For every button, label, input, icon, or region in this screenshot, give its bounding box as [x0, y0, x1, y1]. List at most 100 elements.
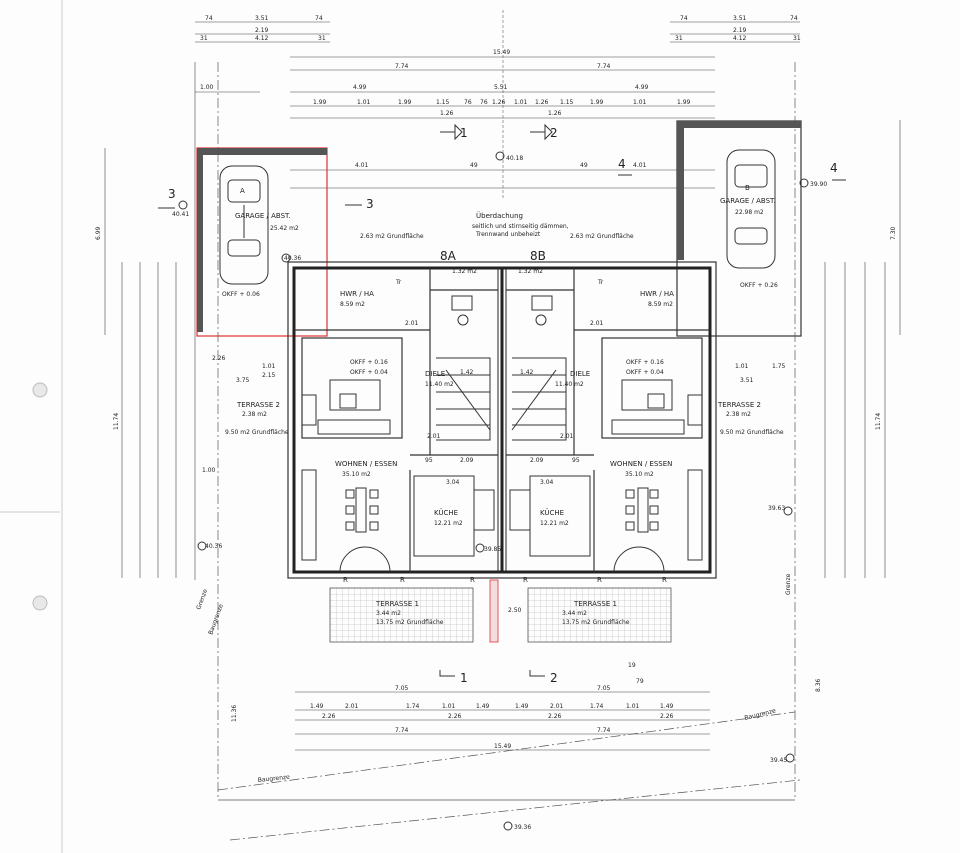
dim-left-100: 1.00: [202, 467, 216, 474]
room-a-terrasse1: TERRASSE 1: [375, 600, 419, 608]
level-right-garage: 39.90: [810, 181, 827, 188]
section-4-right: 4: [830, 161, 838, 175]
room-b-kueche: KÜCHE: [540, 508, 564, 517]
bdim-row3-2: 2.26: [548, 713, 562, 720]
dim-top-31a: 31: [200, 35, 208, 42]
section-1-bottom: 1: [460, 671, 468, 685]
canopy-note-1: seitlich und stirnseitig dämmen,: [472, 223, 569, 230]
unit-a-label: 8A: [440, 249, 457, 263]
radiator-a-1: R: [343, 576, 348, 584]
right-dimension-chains: [824, 120, 901, 578]
dim-row4-b: 5.51: [494, 84, 508, 91]
level-left-mid: 40.36: [205, 543, 222, 550]
room-a-tr: Tr: [395, 279, 402, 286]
garage-b-name: GARAGE / ABST.: [720, 197, 776, 205]
okff-a-1: OKFF + 0.16: [350, 359, 388, 366]
garage-b: [676, 120, 802, 337]
dim-row5-10: 1.99: [590, 99, 604, 106]
dim-half-top-b: 7.74: [597, 63, 611, 70]
radiator-a-3: R: [470, 576, 475, 584]
punch-hole-bottom: [32, 595, 48, 611]
dim-top-4: 74: [680, 15, 688, 22]
dim-row6-0: 4.01: [355, 162, 369, 169]
bdim-row1-0: 7.05: [395, 685, 409, 692]
radiator-b-1: R: [523, 576, 528, 584]
dim-a-201b: 2.01: [427, 433, 441, 440]
bdim-row2-3: 1.01: [442, 703, 456, 710]
room-a-wohnen: WOHNEN / ESSEN: [335, 460, 397, 468]
dim-a-304: 3.04: [446, 479, 460, 486]
dim-row5-0: 1.99: [313, 99, 327, 106]
label-grenze-left: Grenze: [195, 588, 209, 611]
punch-hole-top: [32, 382, 48, 398]
dim-left-215: 2.15: [262, 372, 276, 379]
garage-b-letter: B: [745, 184, 750, 192]
dim-row5-11: 1.01: [633, 99, 647, 106]
dim-right-top: 7.30: [890, 226, 897, 240]
bdim-row2-5: 1.49: [515, 703, 529, 710]
radiator-b-2: R: [597, 576, 602, 584]
label-baugrenze-left: Baugrenze: [207, 603, 225, 636]
bdim-row2-6: 2.01: [550, 703, 564, 710]
room-b-terrasse2-area: 2.38 m2: [726, 411, 751, 418]
garage-b-okff: OKFF + 0.26: [740, 282, 778, 289]
room-b-kueche-area: 12.21 m2: [540, 520, 569, 527]
bdim-half-1: 7.74: [597, 727, 611, 734]
dim-row5-4: 76: [464, 99, 472, 106]
dim-left-226: 2.26: [212, 355, 226, 362]
dim-row6-1: 49: [470, 162, 478, 169]
level-bottom-center: 39.85: [484, 546, 501, 553]
dim-top-2: 3.51: [255, 15, 269, 22]
dim-a-209: 2.09: [460, 457, 474, 464]
room-a-wohnen-area: 35.10 m2: [342, 471, 371, 478]
dim-top-1: 74: [205, 15, 213, 22]
bdim-half-0: 7.74: [395, 727, 409, 734]
canopy-note-2: Trennwand unbeheizt: [475, 231, 541, 238]
okff-b-1: OKFF + 0.16: [626, 359, 664, 366]
dim-row5-1: 1.01: [357, 99, 371, 106]
garage-a: [196, 147, 328, 337]
dim-top-219a: 2.19: [255, 27, 269, 34]
dim-left-375: 3.75: [236, 377, 250, 384]
dim-row5-6: 1.26: [492, 99, 506, 106]
furniture-b: [611, 379, 703, 573]
room-a-diele-area: 11.40 m2: [425, 381, 454, 388]
dim-row7-1: 1.26: [548, 110, 562, 117]
room-b-tr: Tr: [597, 279, 604, 286]
bottom-dimension-chains: [295, 691, 710, 751]
dim-row7-0: 1.26: [440, 110, 454, 117]
room-a-hwr: HWR / HA: [340, 290, 374, 298]
section-4-left: 4: [618, 157, 626, 171]
section-2-top: 2: [550, 126, 558, 140]
dim-row5-3: 1.15: [436, 99, 450, 106]
room-a-terrasse1-ground: 13.75 m2 Grundfläche: [376, 619, 444, 626]
bdim-row2-7: 1.74: [590, 703, 604, 710]
bdim-row2-4: 1.49: [476, 703, 490, 710]
room-b-diele-area: 11.40 m2: [555, 381, 584, 388]
dim-b-95: 95: [572, 457, 580, 464]
dim-b-201: 2.01: [590, 320, 604, 327]
dim-left-top: 6.99: [95, 226, 102, 240]
canopy-area-a: 2.63 m2 Grundfläche: [360, 233, 424, 240]
section-3-left: 3: [168, 187, 176, 201]
bdim-row2-9: 1.49: [660, 703, 674, 710]
dim-row4-c: 4.99: [635, 84, 649, 91]
room-a-kueche: KÜCHE: [434, 508, 458, 517]
dim-right-175: 1.75: [772, 363, 786, 370]
radiator-a-2: R: [400, 576, 405, 584]
dim-right-351: 3.51: [740, 377, 754, 384]
room-a-wc-area: 1.32 m2: [452, 268, 477, 275]
section-3-right: 3: [366, 197, 374, 211]
dim-top-5: 3.51: [733, 15, 747, 22]
room-a-terrasse2-area: 2.38 m2: [242, 411, 267, 418]
dim-half-top-a: 7.74: [395, 63, 409, 70]
garage-a-area: 25.42 m2: [270, 225, 299, 232]
dim-a-201: 2.01: [405, 320, 419, 327]
dim-top-31c: 31: [675, 35, 683, 42]
boundaries: [217, 62, 801, 841]
dim-b-201b: 2.01: [560, 433, 574, 440]
room-b-terrasse1-area: 3.44 m2: [562, 610, 587, 617]
dim-left-mid: 11.74: [113, 413, 120, 430]
furniture-a: [301, 379, 391, 573]
